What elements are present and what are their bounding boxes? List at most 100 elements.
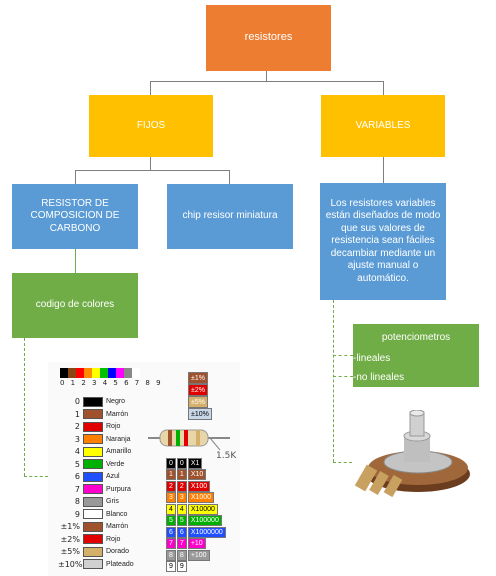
multiplier-digit: 6 [176,526,187,538]
color-row-name: Verde [106,460,125,468]
composicion-label: RESISTOR DE COMPOSICION DE CARBONO [30,197,120,234]
color-row-name: Marrón [106,410,129,418]
potenciometros-node: potenciometros -lineales -no lineales [353,324,479,387]
color-row-name: Naranja [106,435,131,443]
color-row-name: Marrón [106,523,129,530]
multiplier-factor: X10000 [187,503,218,515]
connector-root-down [266,71,267,82]
connector-to-variables [383,81,384,95]
color-row: 1 Marrón [58,409,128,420]
connector-to-lineales [333,355,353,356]
color-row-value: ±5% [60,547,80,556]
multiplier-factor: +10 [187,538,206,549]
strip-swatch [84,368,92,378]
strip-swatch [132,368,140,378]
strip-swatch [108,368,116,378]
fijos-label: FIJOS [136,119,166,131]
color-row-swatch [83,484,103,494]
color-row: ±2%Rojo [58,534,120,545]
connector-to-codigo [75,249,76,273]
multiplier-digit: 3 [176,492,187,503]
color-row-swatch [83,534,103,544]
tolerance-label: ±2% [188,384,208,396]
multiplier-digit: 0 [176,457,187,469]
strip-swatch [68,368,76,378]
color-row-swatch [83,521,103,532]
color-row-value: ±2% [60,534,80,544]
multiplier-factor: X1 [187,457,203,469]
color-row-value: 3 [74,434,80,444]
multiplier-digit: 2 [166,480,176,492]
color-row-swatch [83,496,103,507]
no-lineales-label: -no lineales [353,372,405,383]
connector-fijos-down [150,157,151,171]
multiplier-digit: 0 [166,457,176,469]
multiplier-factor: X100 [187,480,211,492]
strip-swatch [92,368,100,378]
multiplier-factor: X1000000 [187,526,226,538]
multiplier-digit: 7 [166,538,176,549]
connector-root-branch [150,81,383,82]
color-row: ±1%Marrón [58,521,128,532]
color-row-value: ±10% [58,559,83,569]
connector-codigo-chart [24,476,48,477]
connector-fijos-branch [75,170,230,171]
multiplier-digit: 4 [176,503,187,515]
color-row: ±5% Dorado [58,546,129,557]
multiplier-factor: X1000 [187,492,215,503]
color-row-swatch [83,409,103,419]
strip-swatch [76,368,84,378]
connector-to-chip [229,170,230,184]
color-row-swatch [83,471,103,482]
color-row-swatch [83,396,103,407]
multiplier-factor: +100 [187,549,210,561]
potenciometros-label: potenciometros [381,332,451,343]
tolerance-label: ±10% [188,408,212,420]
color-row-swatch [83,459,103,469]
chip-label: chip resisor miniatura [182,210,278,222]
resistor-value: 1.5K [216,451,237,460]
connector-to-fijos [150,81,151,95]
color-row-name: Plateado [106,560,134,568]
multiplier-digit: 2 [176,480,187,492]
color-row-name: Dorado [106,548,129,555]
variables-desc-label: Los resistores variables están diseñados… [325,197,441,284]
color-row-swatch [83,509,103,519]
color-row-value: 5 [74,459,80,469]
variables-label: VARIABLES [355,119,411,131]
color-row-value: 1 [74,409,80,419]
tolerance-label: ±5% [188,396,208,408]
codigo-label: codigo de colores [35,299,115,311]
variables-node: VARIABLES [321,95,445,157]
color-row: ±10% Plateado [58,559,134,570]
color-row-value: 6 [74,472,80,481]
color-strip-digits: 0 1 2 3 4 5 6 7 8 9 [60,379,163,387]
multiplier-digit: 1 [176,469,187,480]
multiplier-digit: 4 [166,503,176,515]
multiplier-digit: 3 [166,492,176,503]
fijos-node: FIJOS [89,95,213,157]
strip-swatch [124,368,132,378]
variables-desc-node: Los resistores variables están diseñados… [320,183,446,300]
multiplier-digit: 9 [176,561,187,572]
strip-swatch [100,368,108,378]
multiplier-digit: 8 [176,549,187,561]
color-row-swatch [83,421,103,432]
chip-node: chip resisor miniatura [167,184,293,249]
color-row-swatch [83,546,103,557]
